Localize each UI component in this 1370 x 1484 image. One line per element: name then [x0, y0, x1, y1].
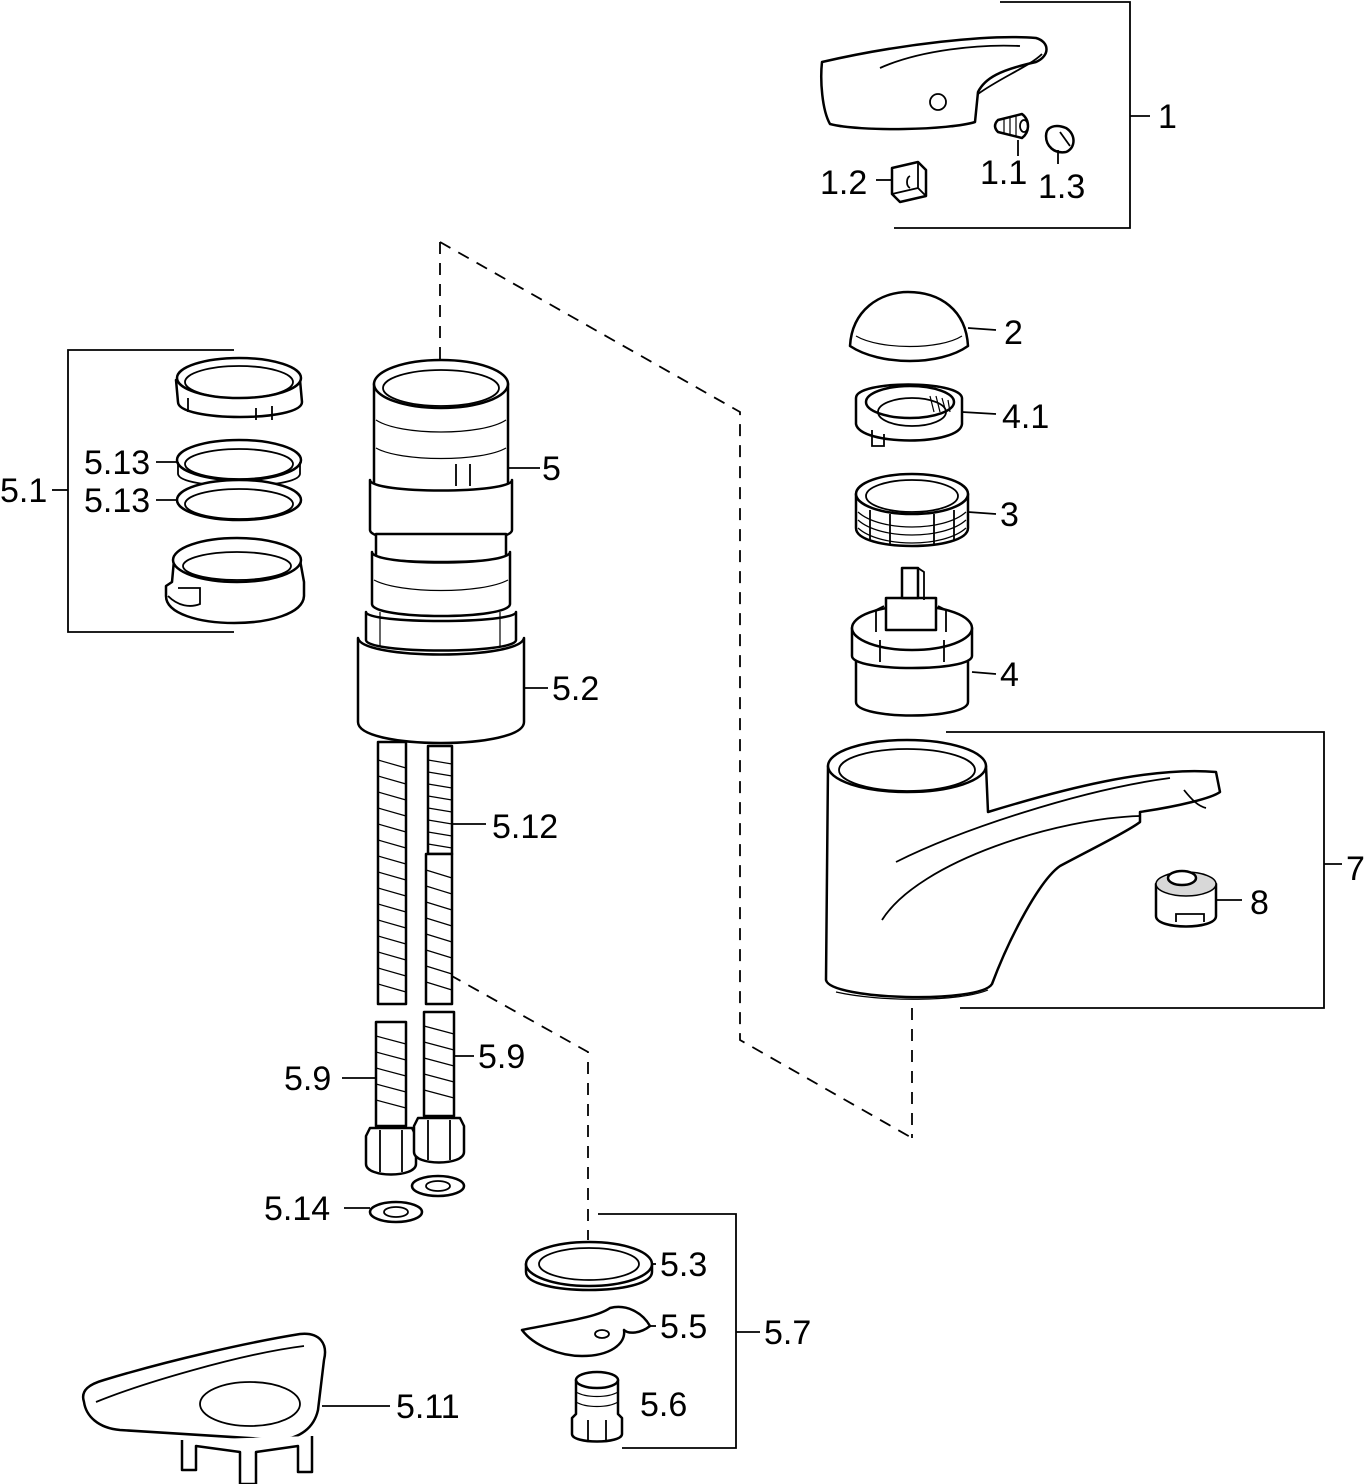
part-4-1-ring — [854, 383, 964, 447]
label-part-7: 7 — [1346, 850, 1365, 888]
label-part-8: 8 — [1250, 884, 1269, 922]
part-1-1-screw — [993, 112, 1030, 140]
part-5-1-ring-bottom — [164, 536, 306, 625]
label-part-5-3: 5.3 — [660, 1246, 707, 1284]
part-5-5-clamp-plate — [520, 1305, 652, 1358]
part-5-6-nut — [570, 1370, 624, 1443]
part-8-aerator — [1154, 869, 1218, 928]
part-5-11-base-plate — [81, 1332, 327, 1484]
label-part-2: 2 — [1004, 314, 1023, 352]
part-5-3-gasket — [524, 1240, 654, 1292]
label-part-5-11: 5.11 — [396, 1388, 460, 1426]
part-5-12-hoses — [376, 740, 454, 1006]
label-part-5-12: 5.12 — [492, 808, 558, 846]
part-5-2-housing — [356, 636, 526, 745]
label-part-5: 5 — [542, 450, 561, 488]
part-labels: 1 1.1 1.2 1.3 2 4.1 3 4 7 8 5.1 5.13 5.1… — [0, 98, 1365, 1426]
label-part-1: 1 — [1158, 98, 1177, 136]
assembly-axis-lines — [439, 241, 913, 1240]
label-part-5-14: 5.14 — [264, 1190, 330, 1228]
label-part-5-1: 5.1 — [0, 472, 47, 510]
part-5-1-ring-top — [174, 356, 304, 420]
label-part-5-6: 5.6 — [640, 1386, 687, 1424]
label-part-3: 3 — [1000, 496, 1019, 534]
part-3-nut — [854, 472, 970, 548]
label-part-5-13-lower: 5.13 — [84, 482, 150, 520]
label-part-5-2: 5.2 — [552, 670, 599, 708]
label-part-5-5: 5.5 — [660, 1308, 707, 1346]
label-part-4-1: 4.1 — [1002, 398, 1049, 436]
label-part-5-9-right: 5.9 — [478, 1038, 525, 1076]
part-4-cartridge — [850, 566, 974, 717]
label-part-1-1: 1.1 — [980, 154, 1027, 192]
part-1-lever-handle — [820, 35, 1048, 131]
label-part-1-3: 1.3 — [1038, 168, 1085, 206]
part-5-9-hose-end-left — [364, 1020, 418, 1176]
part-5-13-oring-lower — [175, 478, 303, 522]
part-5-13-oring-upper — [175, 438, 303, 487]
leader-lines — [52, 1, 1342, 1449]
label-part-5-9-left: 5.9 — [284, 1060, 331, 1098]
part-5-9-hose-end-right — [412, 1010, 466, 1164]
part-1-2-insert — [890, 160, 928, 204]
part-5-14-washers — [368, 1174, 466, 1224]
label-part-5-7: 5.7 — [764, 1314, 811, 1352]
label-part-1-2: 1.2 — [820, 164, 867, 202]
part-7-body-spout — [824, 738, 1222, 1000]
label-part-5-13-upper: 5.13 — [84, 444, 150, 482]
part-1-3-cap — [1044, 124, 1075, 154]
part-2-dome-cap — [848, 290, 970, 363]
label-part-4: 4 — [1000, 656, 1019, 694]
part-5-valve-body — [364, 358, 518, 652]
